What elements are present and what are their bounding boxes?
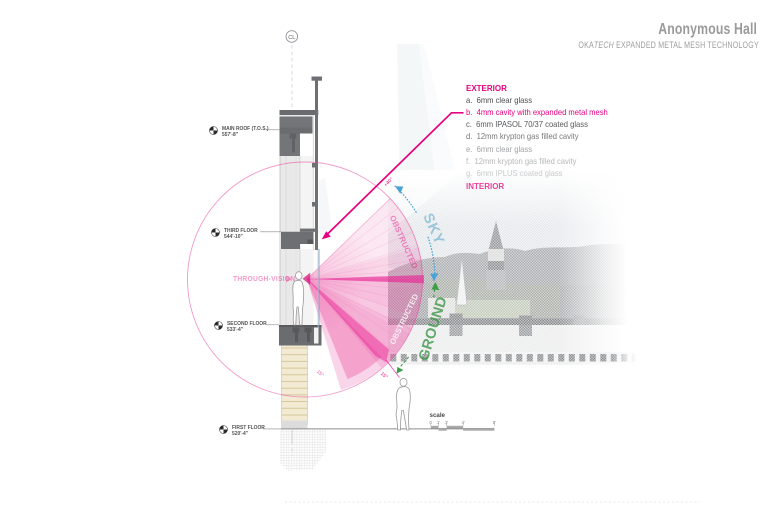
svg-text:CL: CL bbox=[288, 35, 295, 41]
